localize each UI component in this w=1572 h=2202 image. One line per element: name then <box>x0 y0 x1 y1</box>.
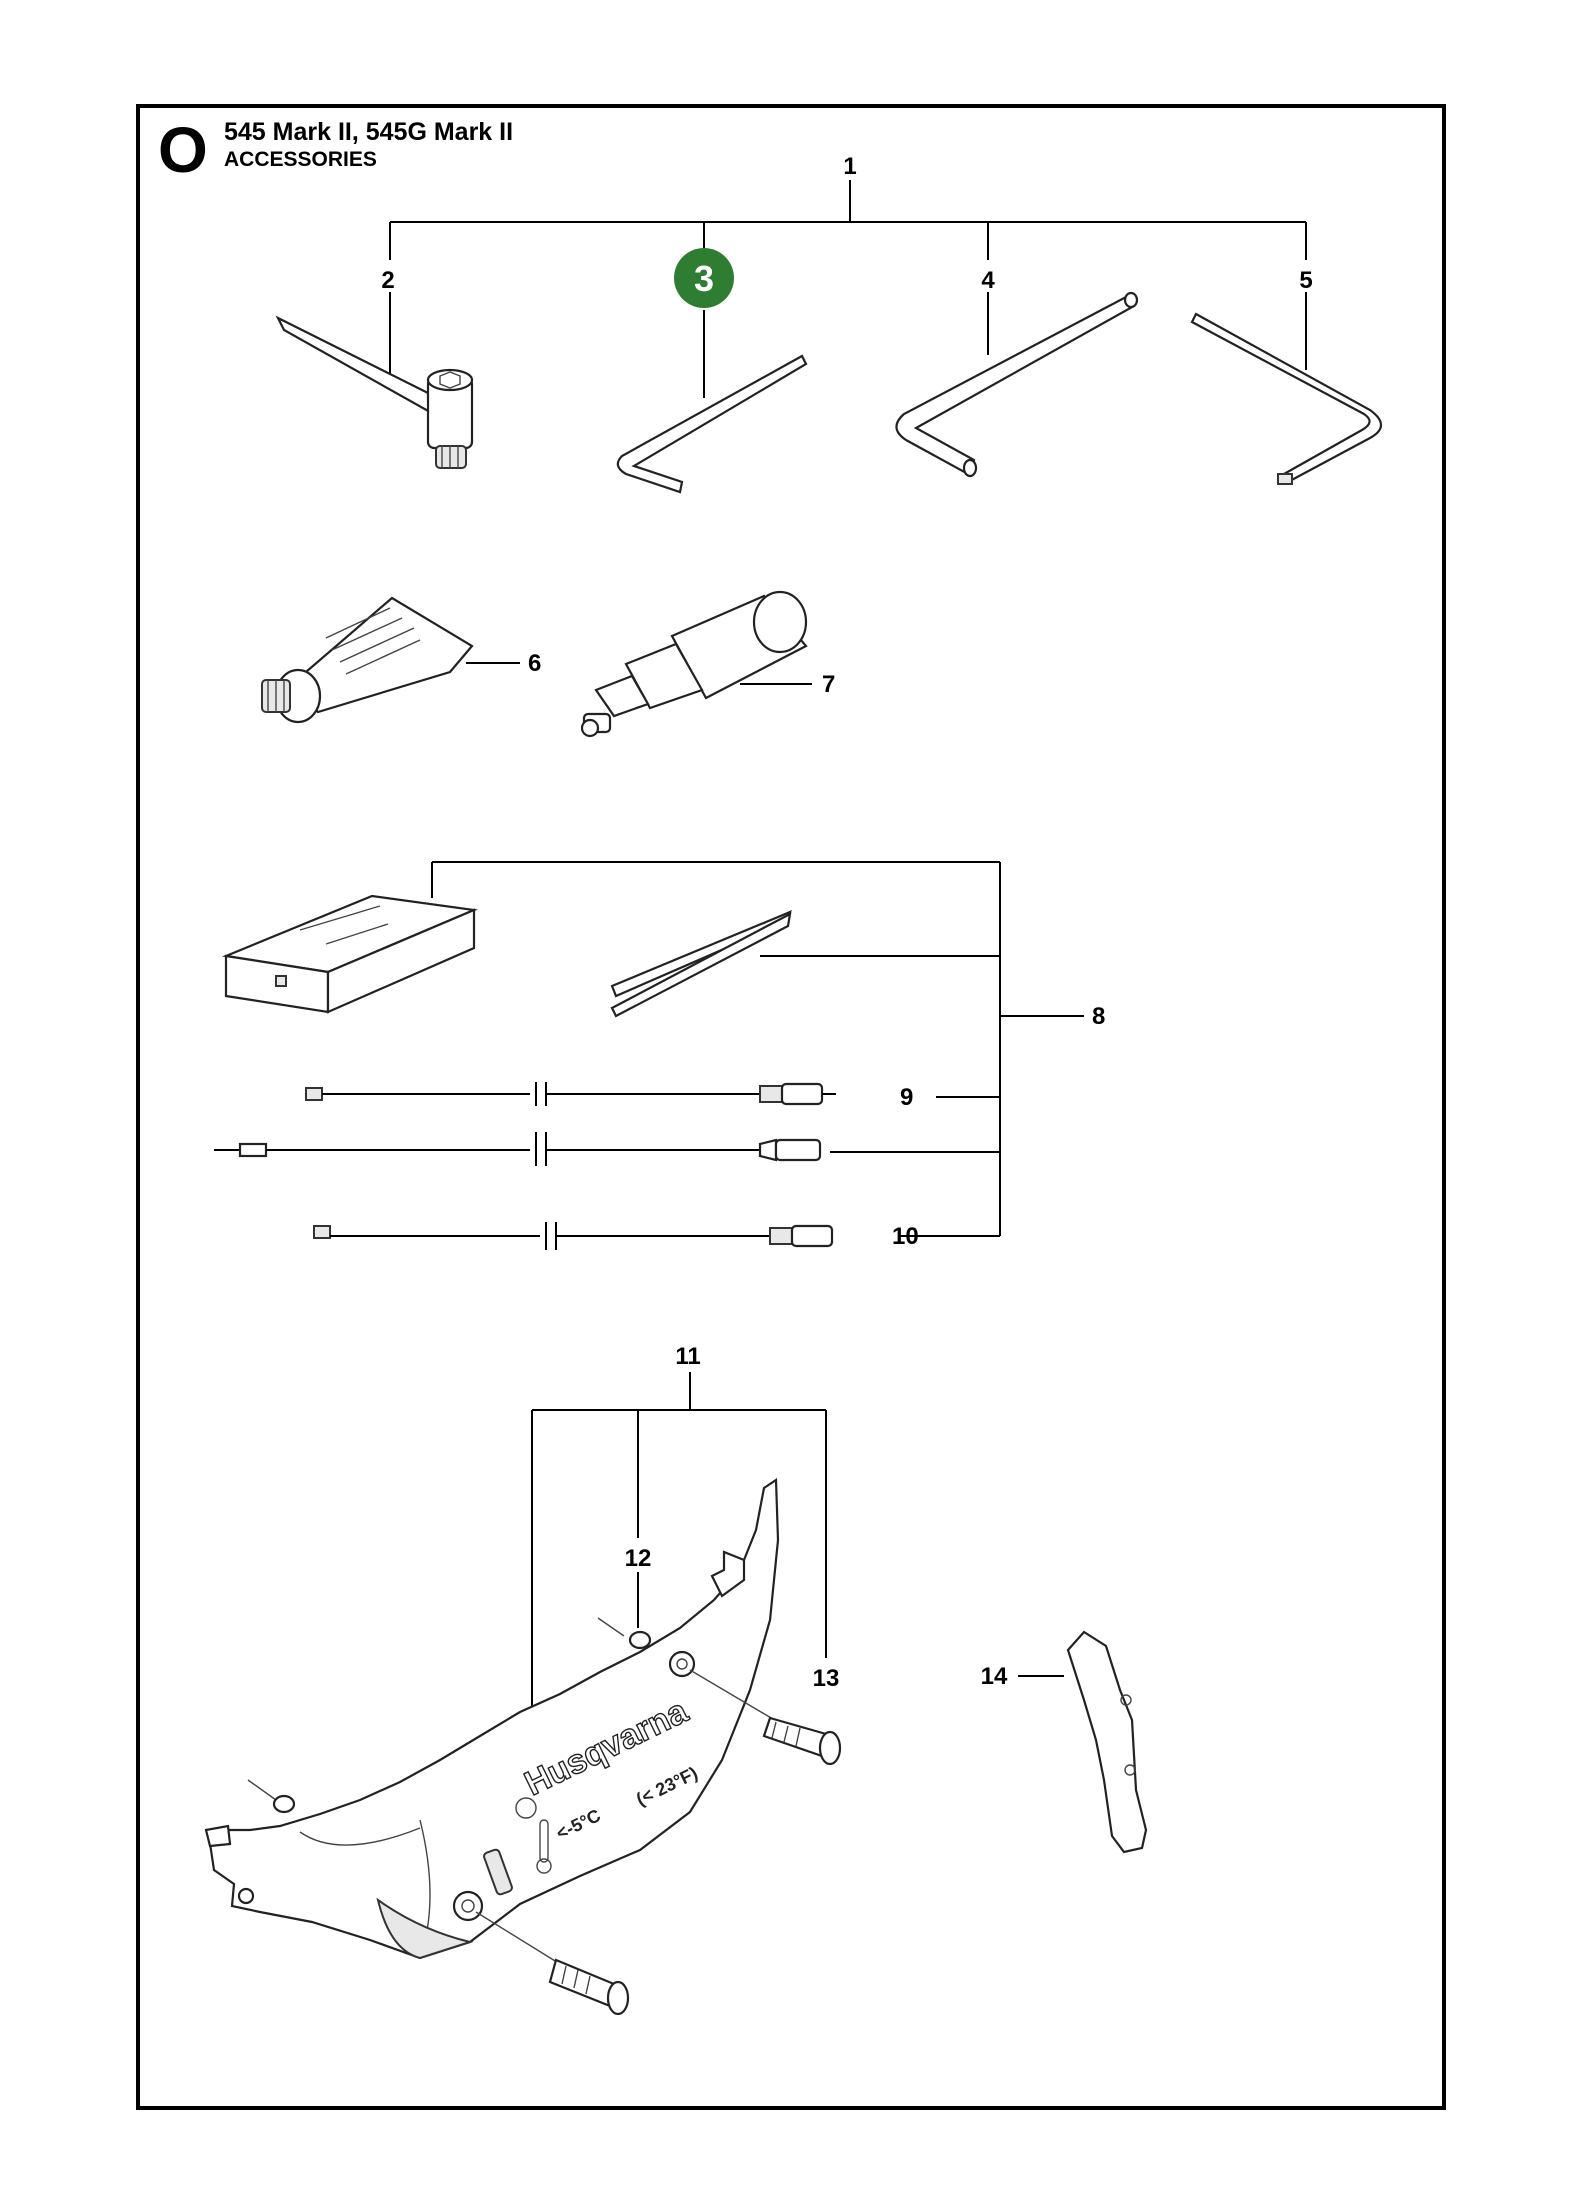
piston-stop-tool-drawing <box>580 590 812 738</box>
large-hex-key-drawing <box>895 291 1139 478</box>
grease-tube-drawing <box>261 596 520 724</box>
diagnostic-interface-box-drawing <box>221 894 479 1014</box>
callout-8: 8 <box>1092 1003 1105 1030</box>
diagram-frame <box>136 104 1446 2110</box>
callout-9: 9 <box>900 1084 913 1111</box>
husqvarna-logo-icon <box>515 1797 537 1819</box>
callout-3: 3 <box>694 258 714 299</box>
leader-lines-diagnostics <box>431 861 1084 1237</box>
callout-14: 14 <box>981 1663 1008 1690</box>
cable-10-drawing <box>313 1222 834 1250</box>
tweezers-drawing <box>610 909 792 1018</box>
callout-1: 1 <box>843 153 856 180</box>
o-ring-drawing <box>247 1617 652 1814</box>
screw-lower-drawing <box>475 1911 630 2016</box>
small-hex-key-drawing <box>616 354 808 494</box>
leader-lines-guard <box>531 1372 1064 1730</box>
callout-11: 11 <box>675 1343 700 1370</box>
callout-4: 4 <box>981 267 995 294</box>
callout-2: 2 <box>381 267 394 294</box>
callout-13: 13 <box>813 1665 840 1692</box>
callout-7: 7 <box>822 671 835 698</box>
callout-6: 6 <box>528 650 541 677</box>
section-title: ACCESSORIES <box>224 148 377 171</box>
bracket-drawing <box>1066 1630 1148 1854</box>
model-title: 545 Mark II, 545G Mark II <box>224 118 514 146</box>
section-letter: O <box>158 114 208 186</box>
callout-12: 12 <box>625 1545 652 1572</box>
highlight-badge <box>674 248 734 308</box>
cable-9-drawing <box>305 1082 836 1106</box>
leader-lines-tools <box>389 180 1307 398</box>
combination-spanner-drawing <box>275 315 474 469</box>
callout-5: 5 <box>1299 267 1312 294</box>
cable-middle-drawing <box>214 1132 822 1166</box>
callout-10: 10 <box>892 1223 919 1250</box>
screw-upper-drawing <box>689 1669 842 1766</box>
torx-key-drawing <box>1190 312 1383 485</box>
winter-guard-drawing: Husqvarna <-5°C (< 23°F) <box>204 1477 780 1960</box>
